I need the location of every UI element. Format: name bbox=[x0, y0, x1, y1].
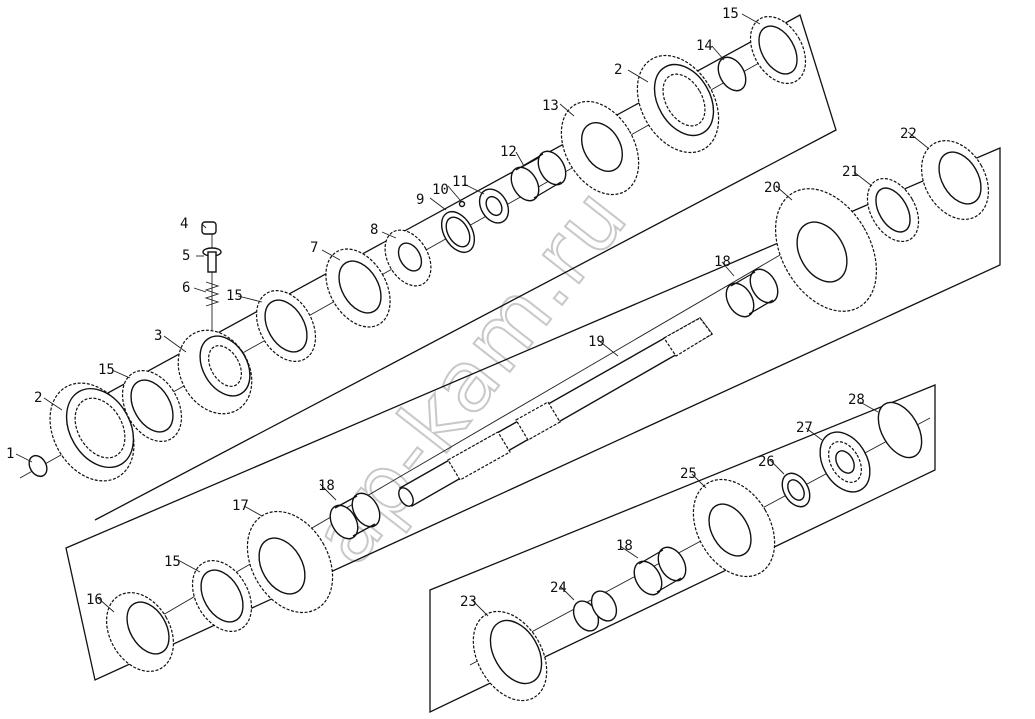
part-4-detent-cap bbox=[201, 221, 217, 235]
part-24-bushing bbox=[572, 590, 618, 632]
part-10-ball bbox=[458, 200, 466, 208]
callout-3: 3 bbox=[154, 328, 162, 344]
part-22-hub bbox=[920, 140, 990, 220]
callout-9: 9 bbox=[416, 192, 424, 208]
part-16-hub bbox=[105, 592, 175, 672]
part-23-sleeve bbox=[472, 610, 548, 702]
part-19-main-shaft bbox=[398, 317, 714, 507]
callout-22: 22 bbox=[900, 126, 917, 142]
callout-21: 21 bbox=[842, 164, 859, 180]
part-13-helical-gear bbox=[560, 100, 640, 196]
callout-18-b: 18 bbox=[714, 254, 731, 270]
callout-16: 16 bbox=[86, 592, 103, 608]
callout-2-left: 2 bbox=[34, 390, 42, 406]
callout-27: 27 bbox=[796, 420, 813, 436]
part-26-washer bbox=[781, 472, 811, 508]
callout-17: 17 bbox=[232, 498, 249, 514]
part-17-helical-gear bbox=[246, 510, 334, 614]
callout-11: 11 bbox=[452, 174, 469, 190]
part-15-ring-d bbox=[191, 560, 253, 632]
callout-10: 10 bbox=[432, 182, 449, 198]
part-7-gear bbox=[325, 248, 391, 328]
callout-8: 8 bbox=[370, 222, 378, 238]
part-11-thrust-washer bbox=[478, 188, 510, 224]
callout-15-d: 15 bbox=[164, 554, 181, 570]
callout-2-right: 2 bbox=[614, 62, 622, 78]
part-20-large-gear bbox=[774, 188, 878, 312]
part-3-hub bbox=[177, 329, 253, 415]
part-28-retaining-ring bbox=[877, 401, 923, 459]
part-25-helical-gear bbox=[692, 478, 776, 578]
part-27-ball-bearing bbox=[819, 431, 871, 493]
callout-18-a: 18 bbox=[318, 478, 335, 494]
part-18-needle-bearing-c bbox=[633, 546, 687, 596]
callout-28: 28 bbox=[848, 392, 865, 408]
part-1-circlip bbox=[28, 454, 48, 478]
part-2-sleeve-right bbox=[636, 54, 720, 154]
callout-6: 6 bbox=[182, 280, 190, 296]
part-15-ring-c bbox=[749, 15, 807, 85]
callout-1: 1 bbox=[6, 446, 14, 462]
callout-labels: 1 2 3 4 5 6 7 8 9 10 11 12 13 2 14 15 15… bbox=[6, 6, 917, 610]
callout-26: 26 bbox=[758, 454, 775, 470]
upper-panel-frame bbox=[61, 14, 837, 521]
callout-18-c: 18 bbox=[616, 538, 633, 554]
lower-panel-frame bbox=[429, 384, 936, 714]
callout-12: 12 bbox=[500, 144, 517, 160]
leader-lines bbox=[15, 13, 929, 617]
part-15-ring-a bbox=[121, 370, 183, 442]
part-21-ring bbox=[866, 177, 920, 243]
part-18-needle-bearing-b bbox=[725, 268, 779, 318]
part-18-needle-bearing-a bbox=[329, 492, 381, 540]
callout-13: 13 bbox=[542, 98, 559, 114]
callout-25: 25 bbox=[680, 466, 697, 482]
callout-15-b: 15 bbox=[226, 288, 243, 304]
callout-24: 24 bbox=[550, 580, 567, 596]
callout-20: 20 bbox=[764, 180, 781, 196]
part-15-ring-b bbox=[255, 290, 317, 362]
part-6-spring bbox=[204, 281, 220, 307]
part-9-washer bbox=[440, 211, 476, 253]
callout-15-a: 15 bbox=[98, 362, 115, 378]
callout-14: 14 bbox=[696, 38, 713, 54]
callout-15-top: 15 bbox=[722, 6, 739, 22]
callout-7: 7 bbox=[310, 240, 318, 256]
part-8-gear-small bbox=[384, 229, 432, 287]
callout-5: 5 bbox=[182, 248, 190, 264]
part-5-detent-pin bbox=[202, 247, 222, 273]
middle-panel-frame bbox=[65, 147, 1001, 681]
callout-19: 19 bbox=[588, 334, 605, 350]
part-12-needle-bearing bbox=[510, 150, 567, 202]
callout-4: 4 bbox=[180, 216, 188, 232]
part-2-sleeve-left bbox=[49, 382, 135, 482]
callout-23: 23 bbox=[460, 594, 477, 610]
